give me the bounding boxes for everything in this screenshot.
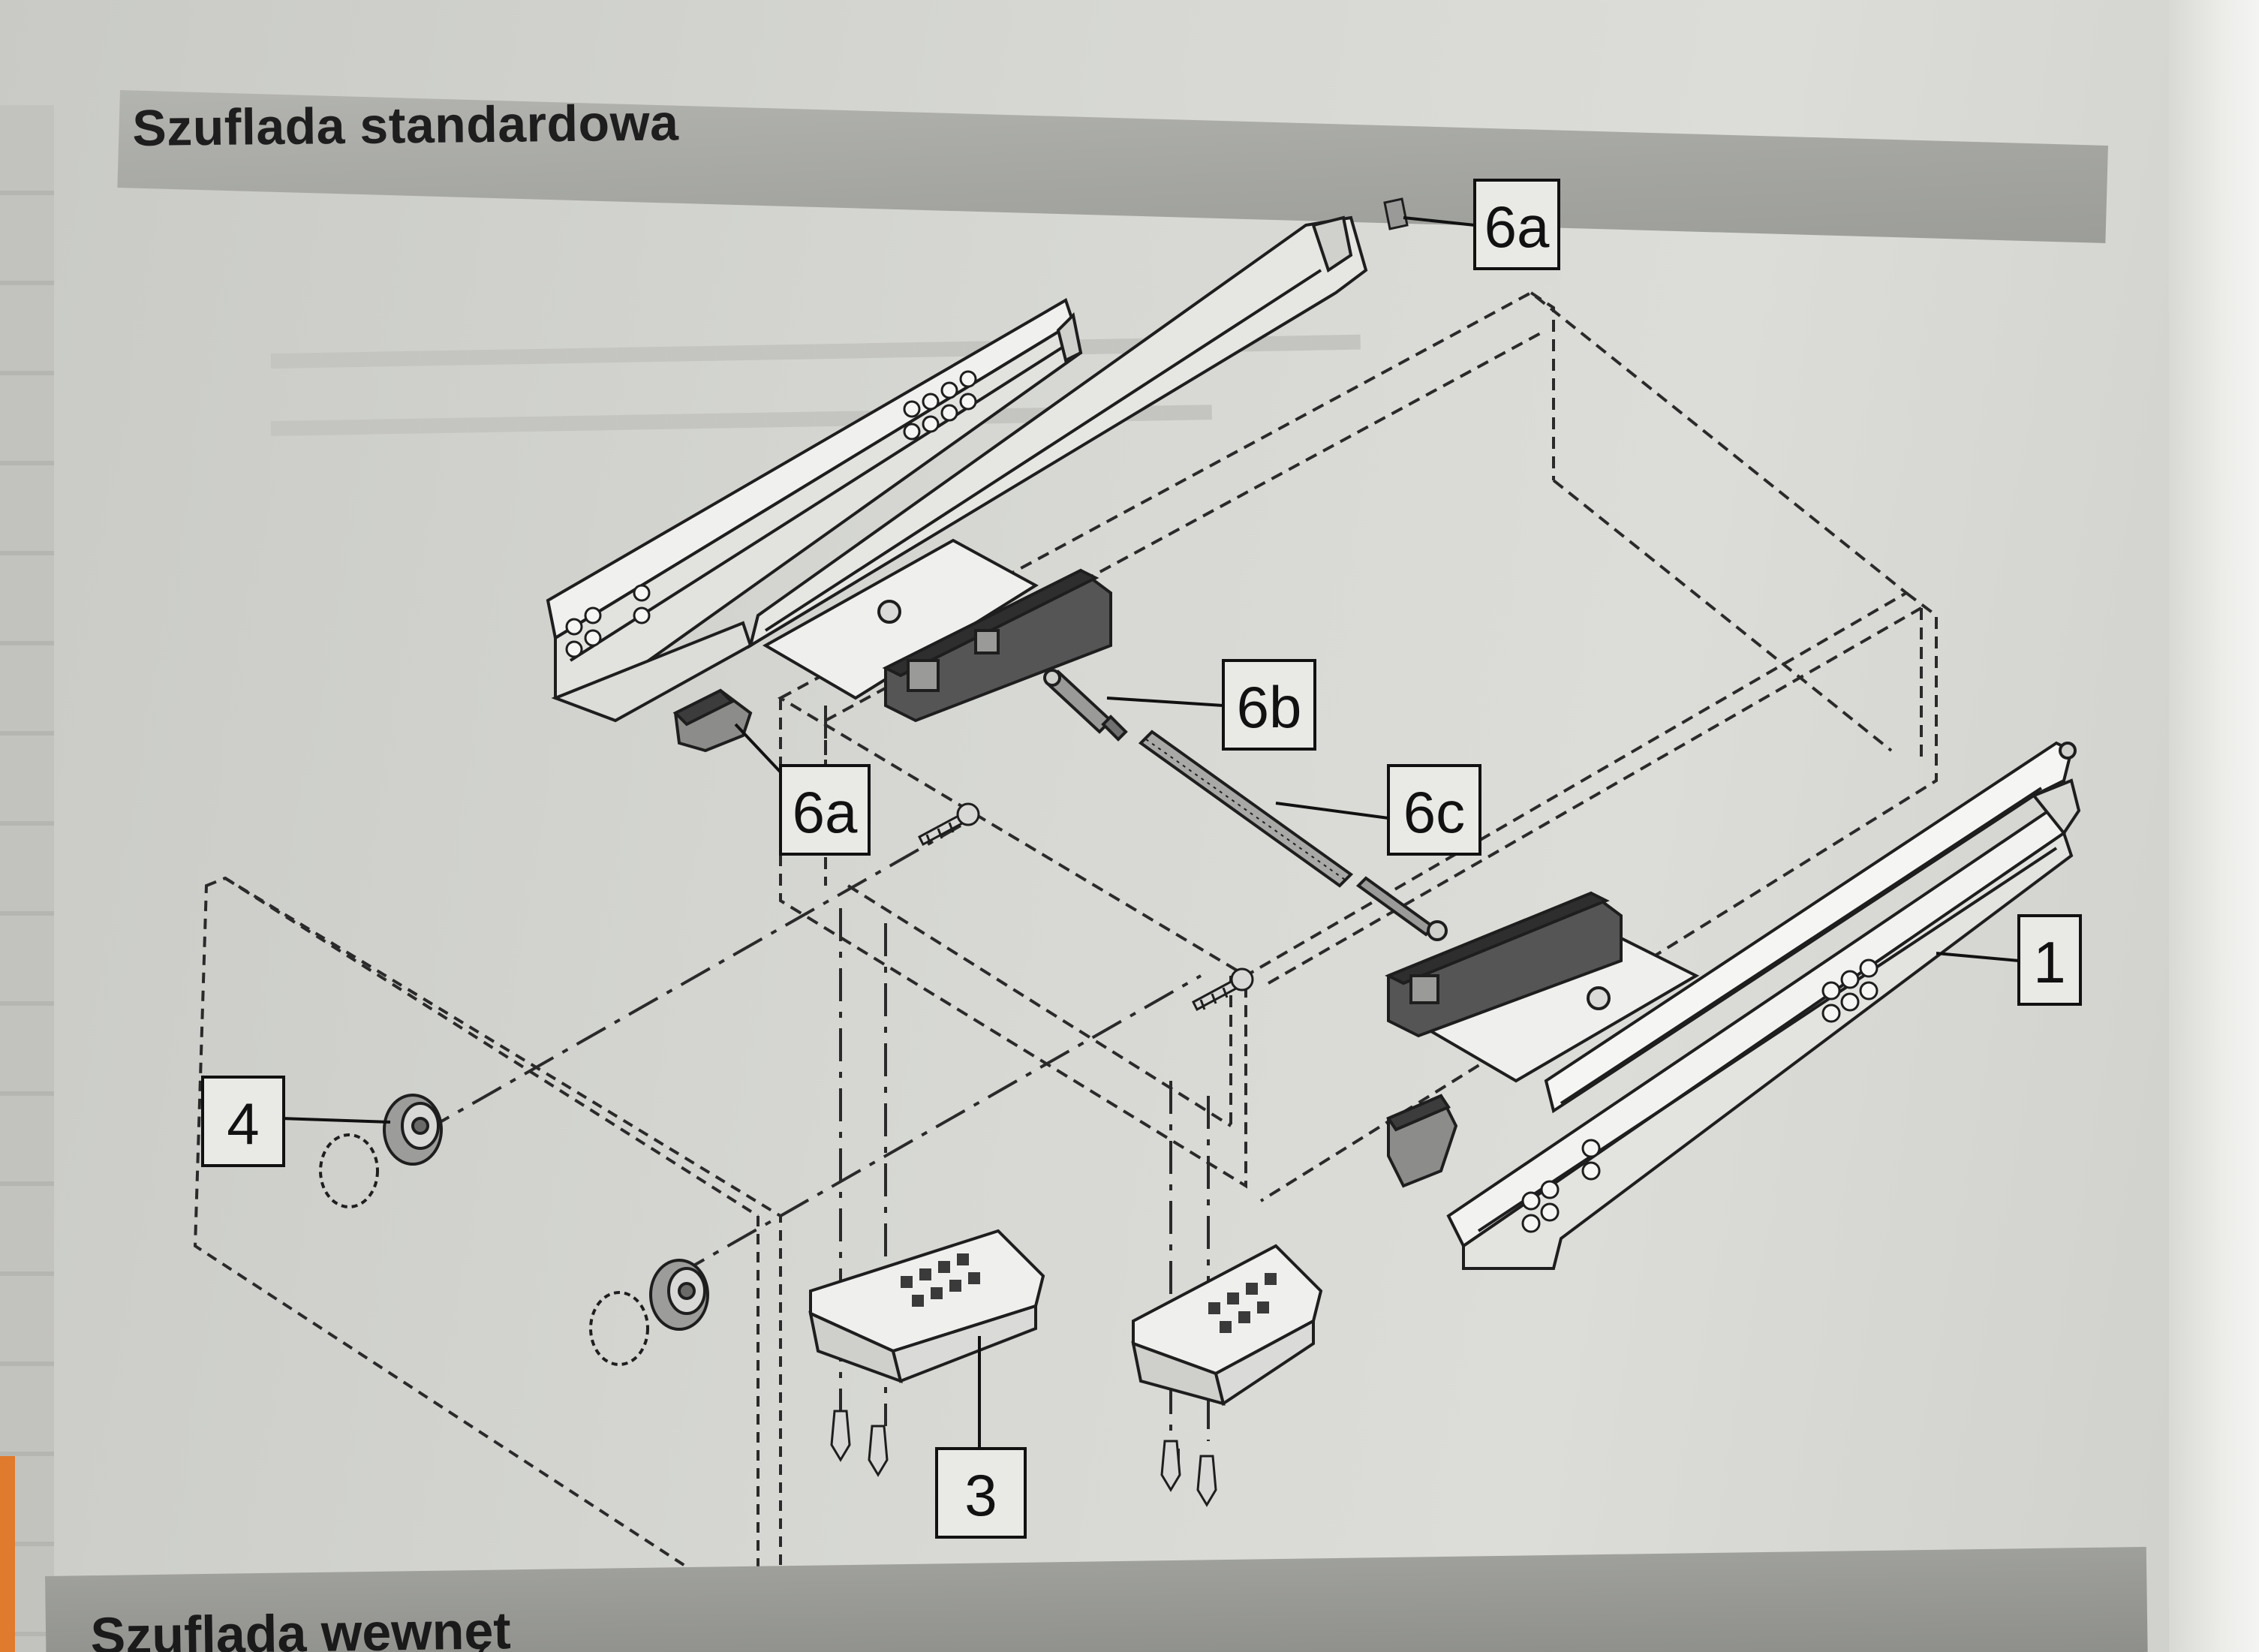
callout-label: 3 — [964, 1462, 997, 1528]
soft-close-mechanism-front — [1385, 891, 1700, 1083]
front-fixing-clip-top — [1383, 197, 1409, 230]
clip-holes-left — [901, 1253, 980, 1307]
orange-section-tab — [0, 1456, 15, 1652]
callout-1: 1 — [2017, 914, 2082, 1006]
callout-label: 4 — [227, 1091, 259, 1157]
callout-3: 3 — [935, 1447, 1027, 1539]
runner-holes-rear — [565, 370, 977, 658]
front-adjuster-lower — [589, 1259, 709, 1366]
callout-label: 6a — [793, 779, 858, 845]
wood-screw — [830, 1410, 1217, 1507]
callout-6c: 6c — [1387, 764, 1481, 856]
callout-label: 1 — [2033, 929, 2065, 995]
fixing-screw — [918, 802, 980, 847]
callout-label: 6c — [1403, 779, 1465, 845]
front-panel-outline — [193, 876, 782, 1601]
drawer-body-outline — [777, 290, 1938, 1202]
next-section-heading: Szuflada wewnęt — [90, 1601, 512, 1652]
callout-label: 6b — [1237, 674, 1302, 740]
soft-close-mechanism-rear — [762, 538, 1112, 723]
runner-bracket-left — [672, 688, 753, 753]
page-margin-strip — [0, 105, 54, 1652]
callout-label: 6a — [1484, 194, 1550, 260]
fixing-screw — [1192, 967, 1254, 1012]
callout-6a-top: 6a — [1473, 179, 1560, 270]
front-adjuster-upper — [319, 1094, 443, 1208]
page-edge — [2169, 0, 2259, 1652]
callout-leaders — [281, 216, 2020, 1449]
runner-bracket-right — [1386, 1094, 1458, 1188]
drawer-runner-front — [1446, 741, 2081, 1270]
locking-device-left — [808, 1229, 1045, 1384]
callout-6a-left: 6a — [779, 764, 871, 856]
synchronisation-rod — [1043, 669, 1448, 941]
callout-4: 4 — [201, 1076, 285, 1167]
runner-holes-front — [1521, 958, 1878, 1233]
callout-6b: 6b — [1222, 659, 1316, 751]
clip-holes-right — [1208, 1273, 1277, 1333]
